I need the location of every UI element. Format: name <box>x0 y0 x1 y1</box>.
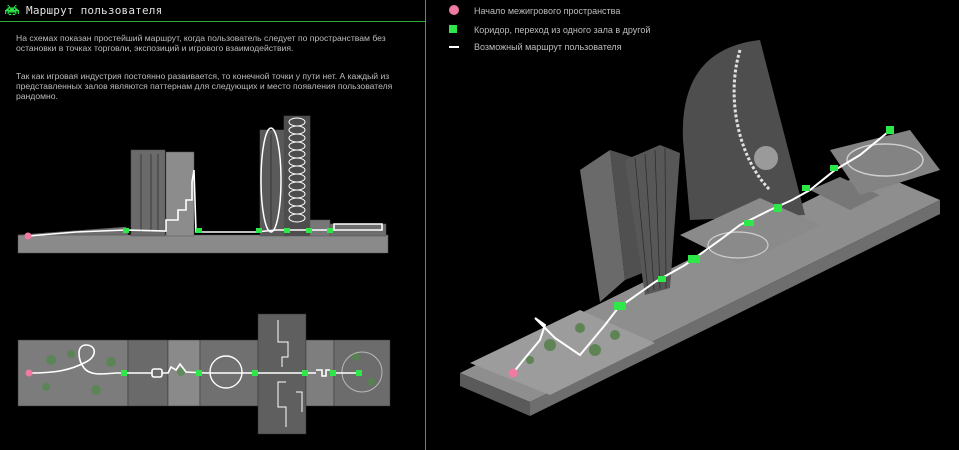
space-invader-icon <box>5 4 19 16</box>
corridor-markers-plan <box>121 370 362 376</box>
floor-plan-diagram <box>17 313 391 435</box>
route-line-section <box>27 169 383 237</box>
start-point-plan <box>25 369 33 377</box>
corridor-markers-section <box>123 228 333 233</box>
left-panel: Маршрут пользователя На схемах показан п… <box>0 0 426 450</box>
legend-label-route: Возможный маршрут пользователя <box>474 42 622 52</box>
legend-label-corridor: Коридор, переход из одного зала в другой <box>474 25 651 35</box>
white-line-icon <box>449 46 459 48</box>
green-square-icon <box>449 25 457 33</box>
isometric-3d-view <box>460 40 940 416</box>
header-bar: Маршрут пользователя <box>0 0 425 22</box>
start-point-3d <box>508 368 518 378</box>
page-title: Маршрут пользователя <box>26 4 163 17</box>
spiral-stair-coils <box>288 117 306 223</box>
atrium-ellipse-outline <box>260 127 282 233</box>
section-elevation-diagram <box>17 115 389 254</box>
description-paragraph-1: На схемах показан простейший маршрут, ко… <box>16 33 386 53</box>
start-point-section <box>24 232 32 240</box>
description-paragraph-2: Так как игровая индустрия постоянно разв… <box>16 71 393 101</box>
corridor-markers-3d <box>614 126 894 310</box>
legend-label-start: Начало межигрового пространства <box>474 6 621 16</box>
pink-dot-icon <box>449 5 459 15</box>
